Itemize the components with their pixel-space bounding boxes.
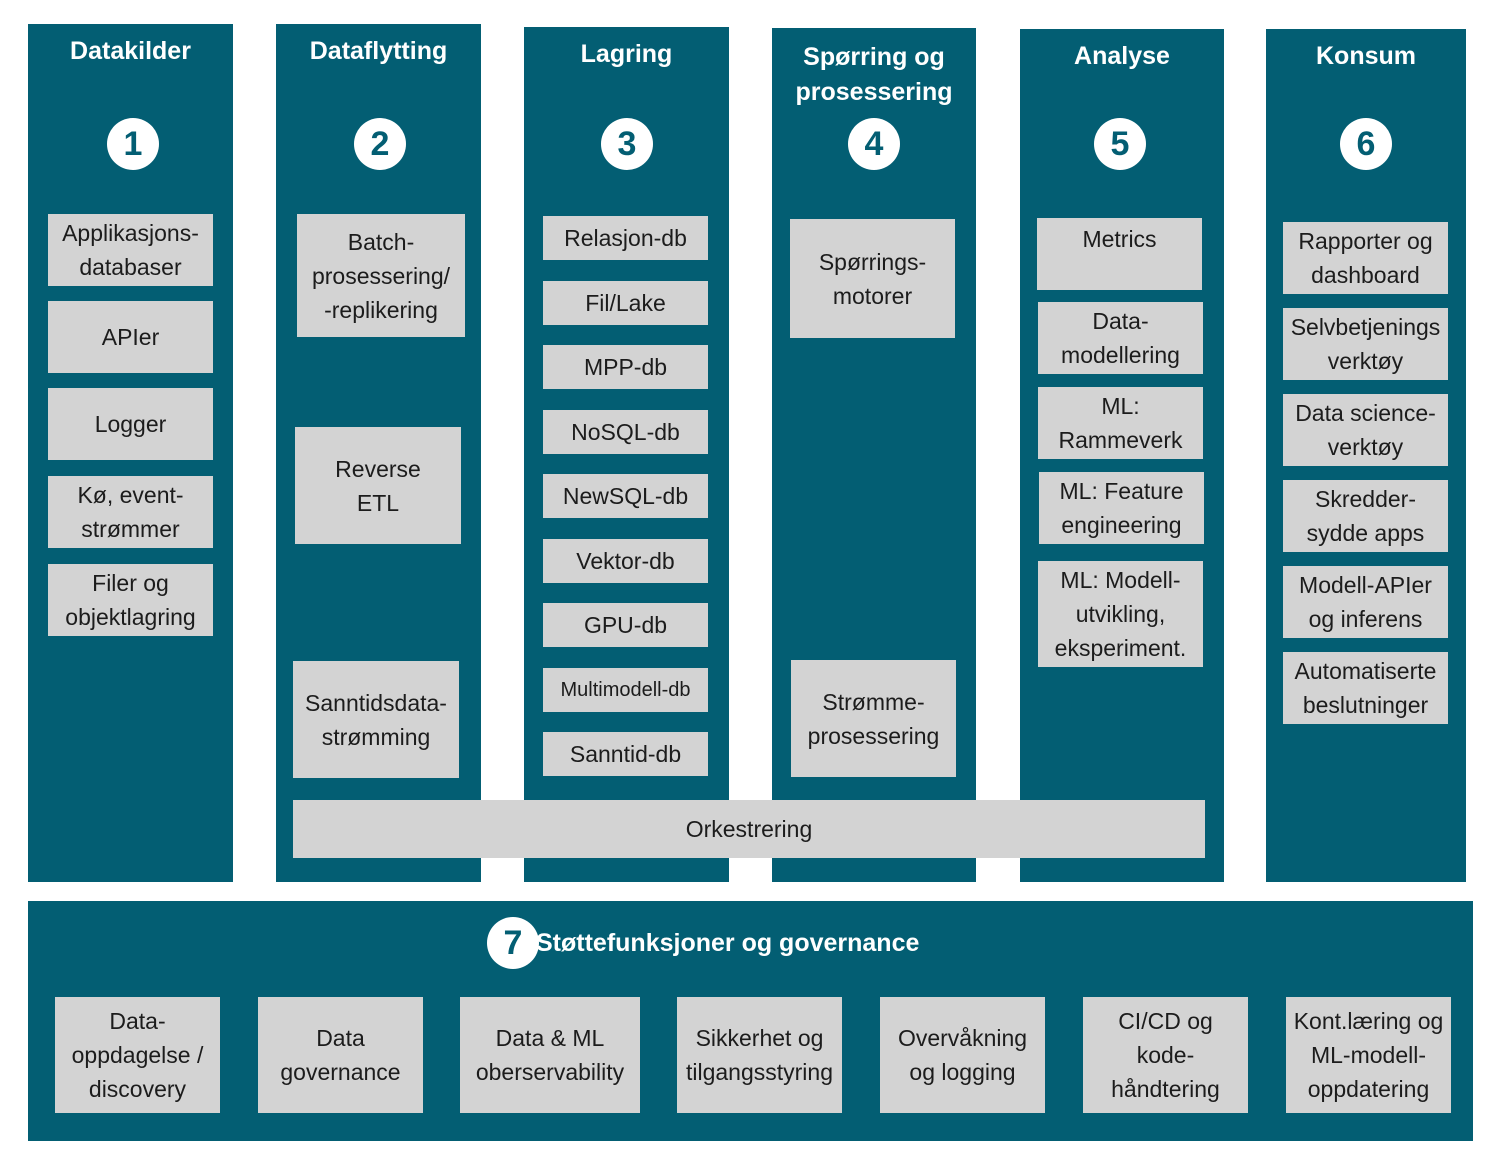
column-analyse: Analyse 5 Metrics Data- modellering ML: …	[1020, 29, 1224, 882]
column-title: Lagring	[580, 40, 673, 68]
box-ml-feature-engineering[interactable]: ML: Feature engineering	[1039, 472, 1204, 544]
number-badge-support: 7	[487, 917, 539, 969]
box-nosql-db[interactable]: NoSQL-db	[543, 410, 708, 454]
orchestration-bar[interactable]: Orkestrering	[293, 800, 1205, 858]
column-sporring-prosessering: Spørring og prosessering 4 Spørrings- mo…	[772, 28, 976, 882]
box-logger[interactable]: Logger	[48, 388, 213, 460]
box-mpp-db[interactable]: MPP-db	[543, 345, 708, 389]
box-automatiserte-beslutninger[interactable]: Automatiserte beslutninger	[1283, 652, 1448, 724]
box-data-governance[interactable]: Data governance	[258, 997, 423, 1113]
column-title: Konsum	[1316, 42, 1416, 70]
column-dataflytting: Dataflytting 2 Batch- prosessering/ -rep…	[276, 24, 481, 882]
box-vektor-db[interactable]: Vektor-db	[543, 539, 708, 583]
box-ml-rammeverk[interactable]: ML: Rammeverk	[1038, 387, 1203, 459]
box-sikkerhet-tilgangsstyring[interactable]: Sikkerhet og tilgangsstyring	[677, 997, 842, 1113]
box-data-ml-observability[interactable]: Data & ML oberservability	[460, 997, 640, 1113]
box-ko-eventstrommer[interactable]: Kø, event- strømmer	[48, 476, 213, 548]
number-badge: 5	[1094, 118, 1146, 170]
box-selvbetjeningsverktoy[interactable]: Selvbetjenings verktøy	[1283, 308, 1448, 380]
box-datamodellering[interactable]: Data- modellering	[1038, 302, 1203, 374]
box-cicd-kodehandtering[interactable]: CI/CD og kode- håndtering	[1083, 997, 1248, 1113]
support-title: Støttefunksjoner og governance	[536, 929, 920, 957]
box-batch-prosessering[interactable]: Batch- prosessering/ -replikering	[297, 214, 465, 337]
box-strommeprosessering[interactable]: Strømme- prosessering	[791, 660, 956, 777]
box-ml-modellutvikling[interactable]: ML: Modell- utvikling, eksperiment.	[1038, 561, 1203, 667]
box-reverse-etl[interactable]: Reverse ETL	[295, 427, 461, 544]
box-sanntid-db[interactable]: Sanntid-db	[543, 732, 708, 776]
column-title: Analyse	[1074, 42, 1170, 70]
box-fil-lake[interactable]: Fil/Lake	[543, 281, 708, 325]
number-badge: 6	[1340, 118, 1392, 170]
number-badge: 1	[107, 118, 159, 170]
box-sanntidsdatastromming[interactable]: Sanntidsdata- strømming	[293, 661, 459, 778]
number-badge: 2	[354, 118, 406, 170]
column-title: Spørring og prosessering	[795, 43, 953, 106]
box-modell-apier-inferens[interactable]: Modell-APIer og inferens	[1283, 566, 1448, 638]
column-lagring: Lagring 3 Relasjon-db Fil/Lake MPP-db No…	[524, 27, 729, 882]
box-skreddersydde-apps[interactable]: Skredder- sydde apps	[1283, 480, 1448, 552]
column-konsum: Konsum 6 Rapporter og dashboard Selvbetj…	[1266, 29, 1466, 882]
box-relasjon-db[interactable]: Relasjon-db	[543, 216, 708, 260]
number-badge: 3	[601, 118, 653, 170]
box-kont-laering-ml[interactable]: Kont.læring og ML-modell- oppdatering	[1286, 997, 1451, 1113]
box-multimodell-db[interactable]: Multimodell-db	[543, 668, 708, 712]
box-metrics[interactable]: Metrics	[1037, 218, 1202, 290]
box-dataoppdagelse[interactable]: Data- oppdagelse / discovery	[55, 997, 220, 1113]
box-gpu-db[interactable]: GPU-db	[543, 603, 708, 647]
column-title: Dataflytting	[309, 37, 448, 65]
box-rapporter-dashboard[interactable]: Rapporter og dashboard	[1283, 222, 1448, 294]
number-badge: 4	[848, 118, 900, 170]
box-overvakning-logging[interactable]: Overvåkning og logging	[880, 997, 1045, 1113]
box-filer-objektlagring[interactable]: Filer og objektlagring	[48, 564, 213, 636]
box-sporringsmotorer[interactable]: Spørrings- motorer	[790, 219, 955, 338]
box-applikasjonsdatabaser[interactable]: Applikasjons- databaser	[48, 214, 213, 286]
column-datakilder: Datakilder 1 Applikasjons- databaser API…	[28, 24, 233, 882]
box-apier[interactable]: APIer	[48, 301, 213, 373]
column-title: Datakilder	[70, 37, 191, 65]
box-data-science-verktoy[interactable]: Data science- verktøy	[1283, 394, 1448, 466]
box-newsql-db[interactable]: NewSQL-db	[543, 474, 708, 518]
